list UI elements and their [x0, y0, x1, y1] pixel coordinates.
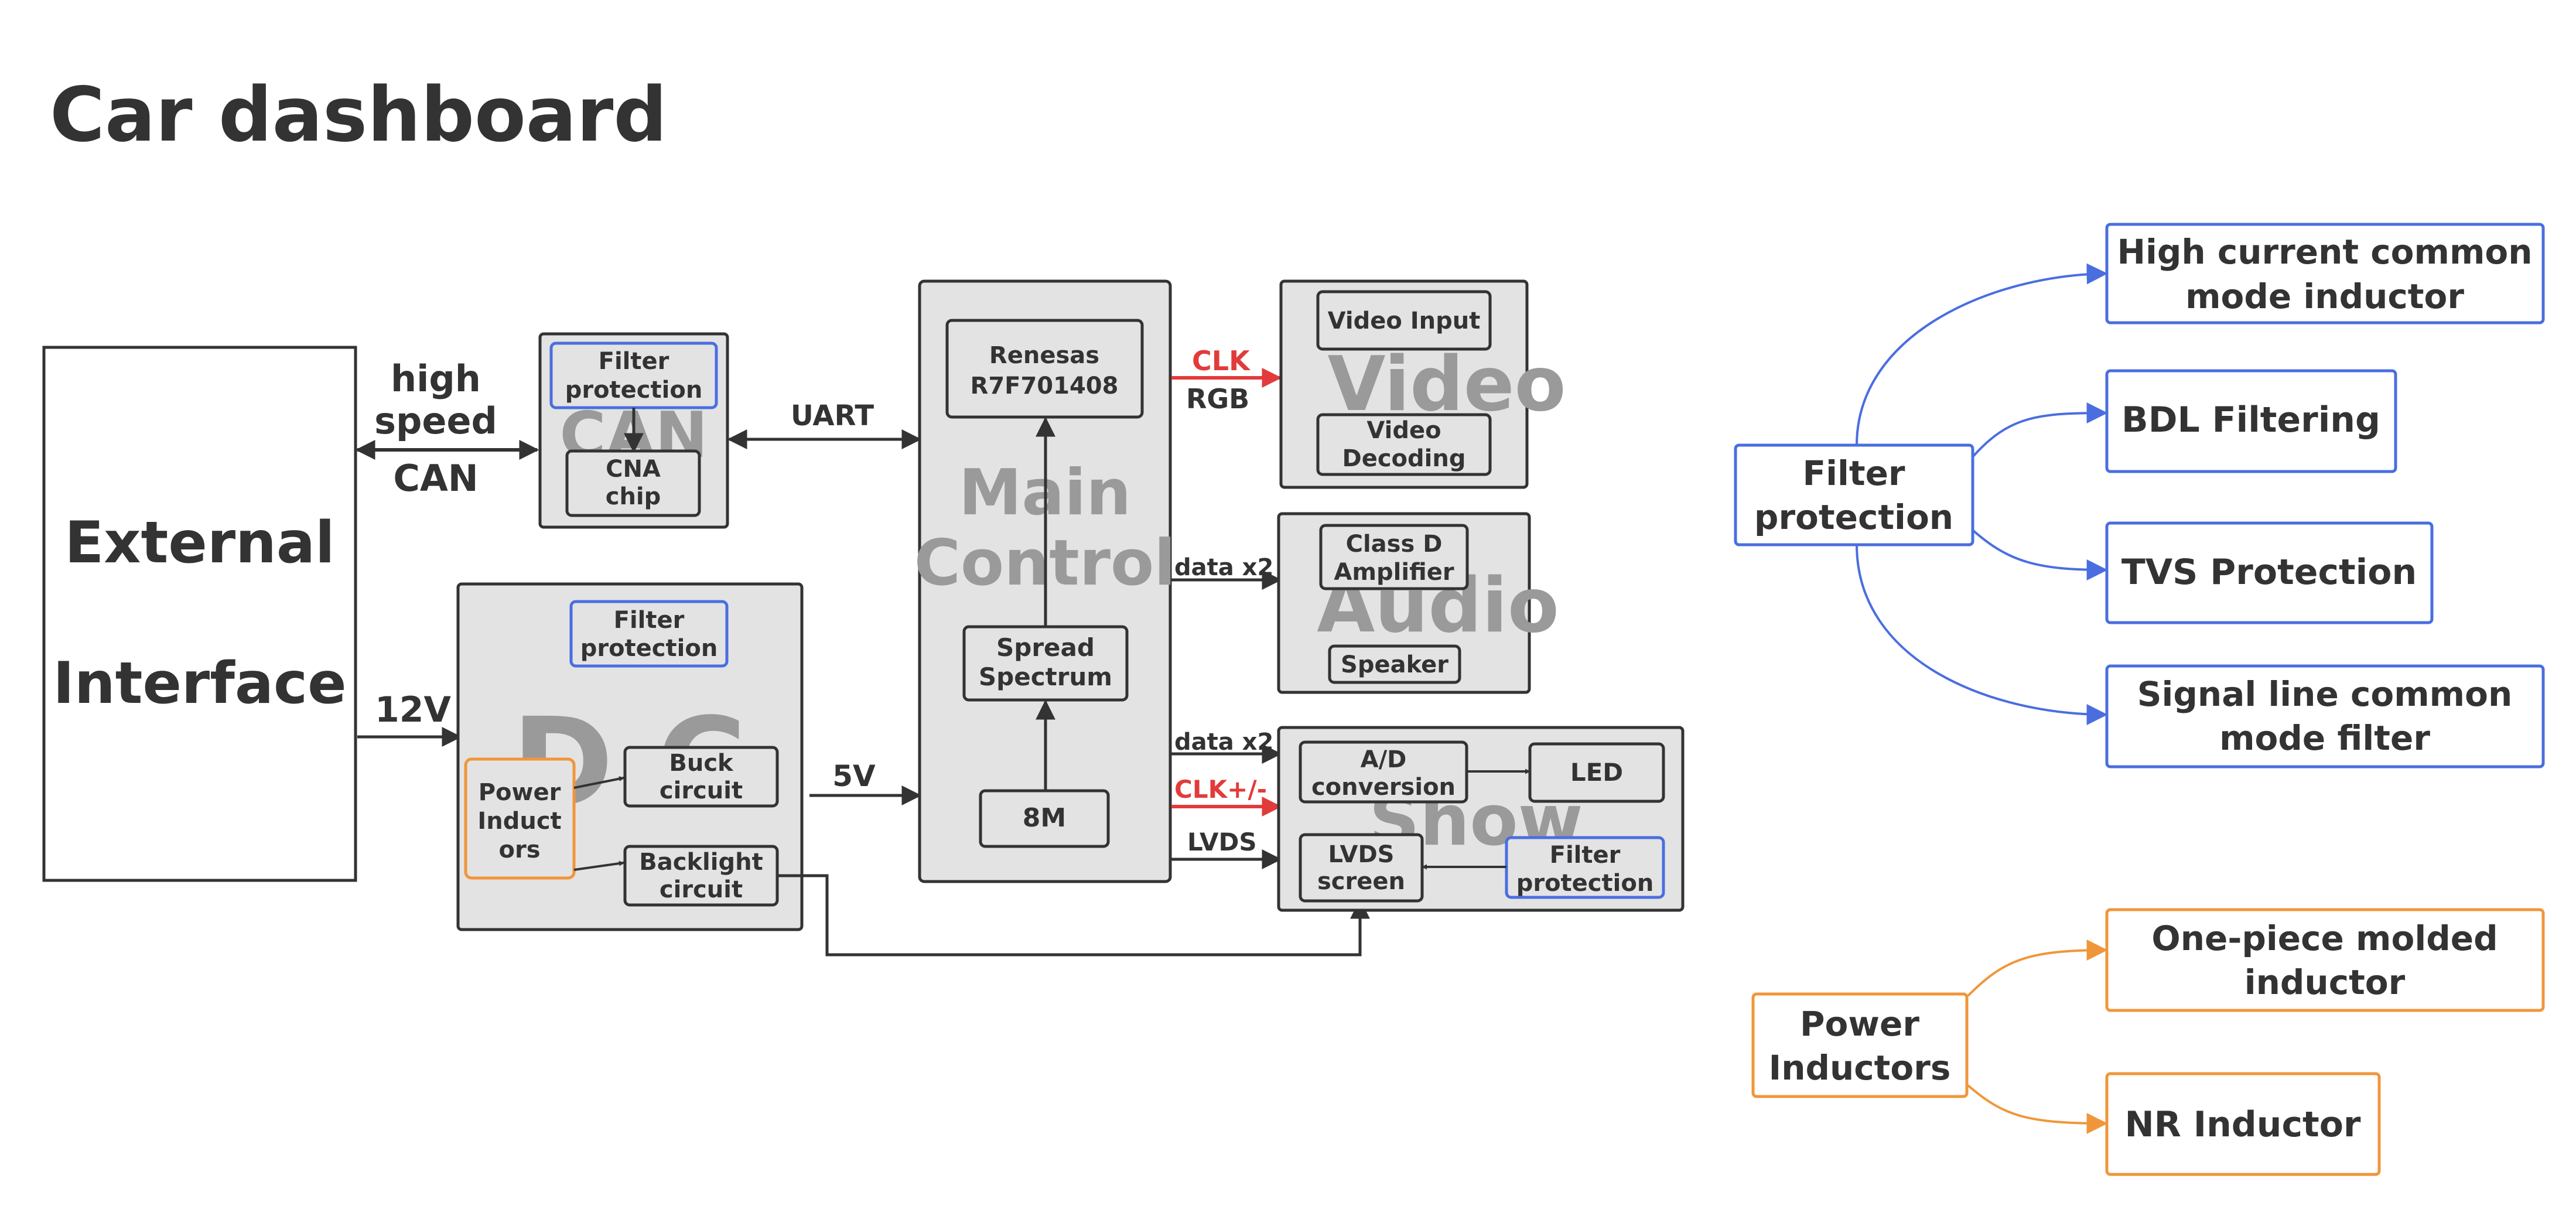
dc-group: D C Filter protection Power Induct ors B… — [456, 582, 804, 931]
power-to-buck-arrow — [573, 776, 624, 789]
filter-child-3-line1: Signal line common — [2137, 674, 2513, 714]
filter-child-2-line1: TVS Protection — [2121, 552, 2417, 593]
class-d-amp-box — [1319, 524, 1469, 590]
tree-branch-signal-line — [1856, 544, 2108, 725]
can-link-label-line1: high — [391, 357, 481, 400]
dc-power-line2: Induct — [477, 808, 561, 835]
buck-circuit-box — [623, 746, 779, 808]
clk-pm-label: CLK+/- — [1174, 775, 1267, 804]
show-group: Show A/D conversion LED LVDS screen Filt… — [1277, 726, 1685, 912]
power-child-nr-box — [2105, 1072, 2381, 1176]
can-link-label-line2: speed — [374, 399, 497, 442]
external-label-line2: Interface — [53, 650, 346, 717]
backlight-line1: Backlight — [639, 849, 763, 876]
video-decoding-line1: Video — [1366, 417, 1441, 444]
can-filter-line1: Filter — [599, 348, 669, 375]
renesas-line1: Renesas — [989, 342, 1099, 369]
filter-child-3-line2: mode filter — [2219, 718, 2430, 758]
can-chip-line2: chip — [606, 483, 661, 510]
video-decoding-box — [1316, 413, 1492, 476]
power-to-backlight-arrow — [573, 860, 624, 871]
backlight-line2: circuit — [660, 876, 743, 903]
can-chip-box — [565, 449, 701, 517]
dc-filter-line2: protection — [580, 635, 718, 662]
power-root-line1: Power — [1800, 1004, 1919, 1044]
tree-branch-nr — [1967, 1084, 2108, 1134]
power-5v-label: 5V — [832, 759, 876, 793]
power-child-1-line1: NR Inductor — [2124, 1104, 2360, 1145]
dc-power-inductors-box — [464, 757, 576, 880]
uart-label: UART — [791, 399, 874, 432]
lvds-label: LVDS — [1187, 828, 1257, 856]
power-child-0-line2: inductor — [2244, 962, 2406, 1002]
data-show-label: data x2 — [1174, 729, 1273, 756]
buck-line2: circuit — [660, 777, 743, 804]
speaker-box — [1328, 644, 1461, 684]
show-filter-line1: Filter — [1550, 842, 1621, 869]
ad-line2: conversion — [1311, 774, 1456, 801]
dc-power-line3: ors — [498, 836, 540, 863]
page-title: Car dashboard — [50, 71, 667, 159]
tree-branch-tvs — [1972, 529, 2108, 580]
dc-filter-line1: Filter — [614, 607, 685, 634]
tree-branch-one-piece — [1967, 940, 2108, 997]
can-group: CAN Filter protection CNA chip — [538, 332, 729, 529]
can-link-label-line3: CAN — [393, 457, 478, 500]
external-interface-box: External Interface — [42, 346, 357, 882]
osc-8m-label: 8M — [1023, 803, 1066, 833]
video-input-box — [1316, 290, 1492, 351]
filter-child-high-current-box — [2105, 223, 2545, 325]
video-input-label: Video Input — [1328, 308, 1481, 334]
filter-child-signal-line-box — [2105, 664, 2545, 768]
audio-group: Audio Class D Amplifier Speaker — [1277, 512, 1559, 694]
renesas-line2: R7F701408 — [971, 373, 1119, 399]
filter-protection-tree: Filter protection High current common mo… — [1734, 223, 2545, 768]
power-child-0-line1: One-piece molded — [2151, 918, 2498, 958]
filter-child-bdl-box — [2105, 369, 2397, 473]
power-child-one-piece-box — [2105, 908, 2545, 1012]
amp-line1: Class D — [1346, 531, 1443, 558]
video-group: Video Video Input Video Decoding — [1279, 279, 1566, 489]
can-filter-line2: protection — [565, 377, 703, 404]
show-filter-line2: protection — [1516, 870, 1654, 897]
lvds-screen-line2: screen — [1317, 868, 1405, 895]
filter-child-tvs-box — [2105, 521, 2434, 624]
tree-branch-high-current — [1856, 263, 2108, 446]
filter-child-0-line1: High current common — [2117, 232, 2532, 272]
dc-filter-box — [569, 600, 729, 668]
power-root-line2: Inductors — [1769, 1048, 1951, 1088]
tree-branch-bdl — [1972, 402, 2108, 458]
power-inductors-tree: Power Inductors One-piece molded inducto… — [1751, 908, 2545, 1176]
filter-child-1-line1: BDL Filtering — [2121, 399, 2380, 440]
main-control-group: Main Control Renesas R7F701408 Spread Sp… — [914, 279, 1176, 883]
filter-root-line2: protection — [1754, 497, 1953, 537]
ad-line1: A/D — [1361, 746, 1407, 773]
filter-root-line1: Filter — [1802, 453, 1905, 493]
amp-line2: Amplifier — [1334, 559, 1454, 586]
filter-root-box — [1734, 443, 1974, 546]
can-chip-line1: CNA — [606, 456, 661, 483]
led-label: LED — [1570, 758, 1623, 787]
video-decoding-line2: Decoding — [1342, 445, 1466, 472]
rgb-label: RGB — [1186, 383, 1249, 415]
filter-child-0-line2: mode inductor — [2185, 276, 2464, 316]
spread-line2: Spectrum — [979, 662, 1112, 691]
external-label-line1: External — [64, 510, 334, 576]
spread-line1: Spread — [996, 633, 1095, 662]
data-audio-label: data x2 — [1174, 554, 1273, 581]
speaker-label: Speaker — [1341, 651, 1448, 678]
clk-label: CLK — [1192, 345, 1251, 377]
power-12v-label: 12V — [375, 689, 451, 730]
dc-power-line1: Power — [479, 779, 561, 806]
lvds-screen-line1: LVDS — [1328, 841, 1395, 868]
backlight-to-screen-line — [777, 874, 1370, 957]
buck-line1: Buck — [669, 750, 734, 777]
power-root-box — [1751, 992, 1969, 1098]
